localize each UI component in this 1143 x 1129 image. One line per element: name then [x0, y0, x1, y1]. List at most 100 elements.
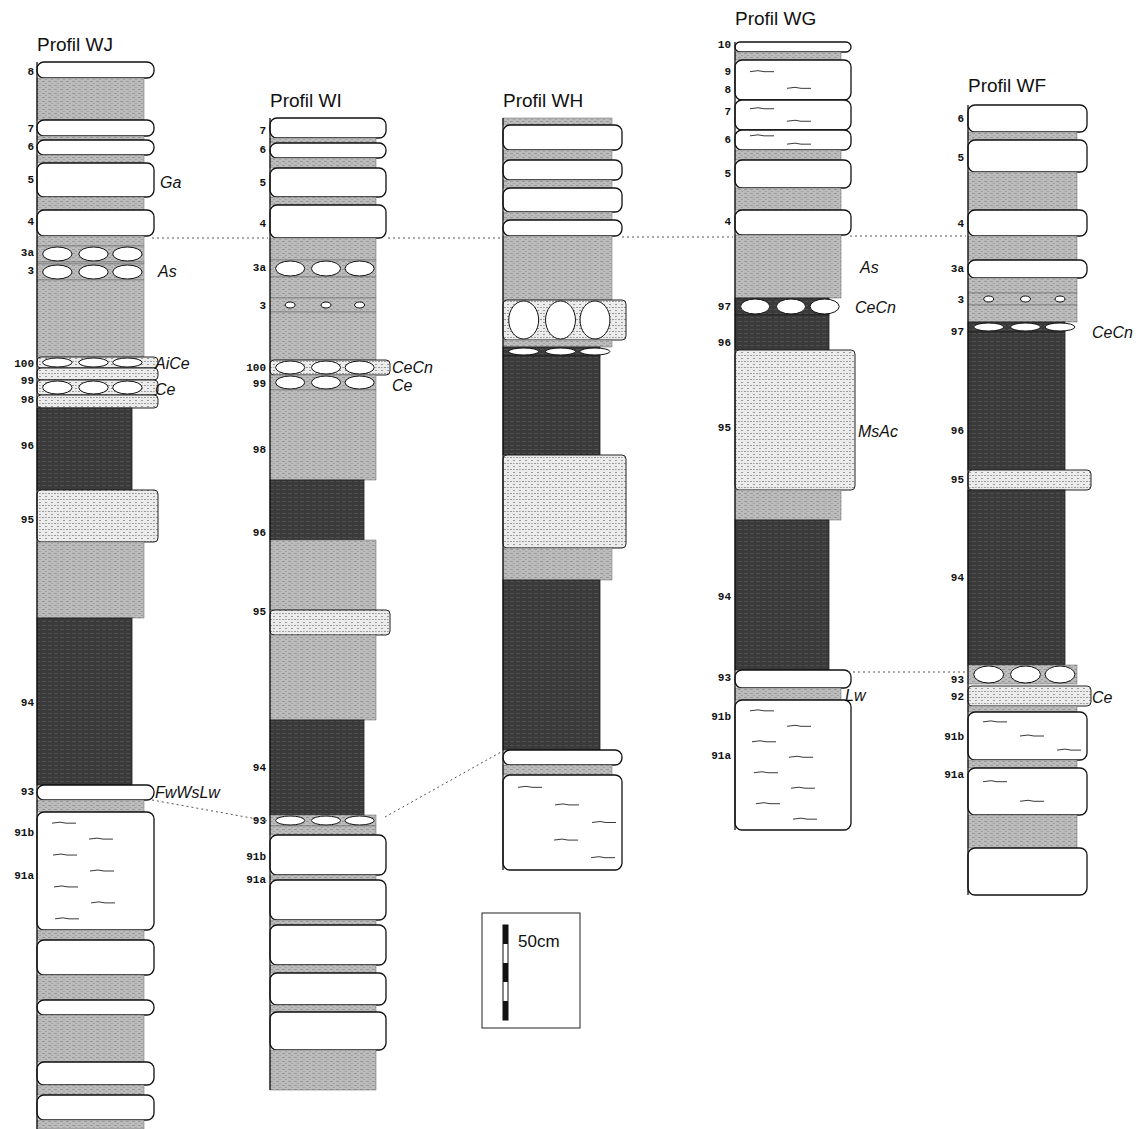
shale-layer — [968, 305, 1077, 322]
bed-number: 93 — [21, 787, 34, 798]
fossil-code: AiCe — [155, 356, 190, 372]
fossil-code: Ga — [160, 175, 181, 191]
nodule — [79, 381, 108, 394]
nodule — [285, 302, 295, 308]
bed-number: 4 — [27, 217, 34, 228]
shale-layer — [968, 760, 1077, 768]
fossil-code: CeCn — [1092, 325, 1133, 341]
limestone-bed — [735, 210, 851, 235]
scale-bar — [482, 913, 580, 1028]
crack-mark — [750, 71, 774, 72]
dark-shale-layer — [270, 720, 364, 815]
dark-shale-layer — [503, 356, 600, 455]
dark-shale-layer — [37, 618, 132, 785]
bed-number: 96 — [951, 426, 964, 437]
crack-mark — [750, 108, 774, 109]
shale-layer — [735, 235, 841, 298]
shale-layer — [37, 975, 144, 1000]
shale-layer — [270, 965, 376, 973]
crack-mark — [91, 902, 115, 903]
bed-number: 3 — [27, 266, 34, 277]
shale-layer — [270, 920, 376, 925]
profile-title: Profil WI — [270, 91, 342, 110]
nodule — [984, 296, 994, 302]
limestone-bed — [968, 260, 1087, 278]
crack-mark — [787, 120, 811, 121]
bed-number: 100 — [14, 359, 34, 370]
limestone-bed — [37, 940, 154, 975]
shale-layer — [270, 540, 376, 610]
crack-mark — [983, 721, 1007, 722]
nodule — [580, 301, 610, 339]
shale-layer — [270, 138, 376, 143]
bed-number: 3 — [957, 295, 964, 306]
shale-layer — [37, 280, 144, 357]
crack-mark — [787, 87, 811, 88]
sandy-layer — [270, 610, 390, 635]
shale-layer — [503, 180, 612, 188]
nodule — [43, 265, 72, 279]
nodule — [276, 361, 305, 374]
bed-number: 93 — [253, 816, 266, 827]
shale-layer — [37, 542, 144, 618]
bed-number: 100 — [246, 363, 266, 374]
bed-number: 96 — [718, 338, 731, 349]
nodule — [79, 247, 108, 261]
fossil-code: FwWsLw — [155, 785, 220, 801]
bed-number: 97 — [951, 327, 964, 338]
column-edge — [734, 42, 735, 830]
sandy-layer — [37, 395, 158, 408]
profile-title: Profil WG — [735, 9, 816, 28]
shale-layer — [503, 236, 612, 300]
nodule — [113, 358, 142, 367]
dark-shale-layer — [968, 490, 1065, 665]
sandy-layer — [968, 686, 1091, 706]
profile-title: Profil WF — [968, 76, 1046, 95]
bed-number: 95 — [718, 423, 731, 434]
nodule — [43, 381, 72, 394]
limestone-bed — [968, 768, 1087, 815]
dark-shale-layer — [735, 520, 829, 670]
crack-mark — [1020, 735, 1044, 736]
limestone-bed — [735, 700, 851, 830]
shale-layer — [270, 298, 376, 312]
limestone-bed — [270, 973, 386, 1005]
crack-mark — [591, 857, 615, 858]
bed-number: 94 — [21, 698, 34, 709]
crack-mark — [789, 756, 813, 757]
fossil-code: Ce — [1092, 690, 1112, 706]
limestone-bed — [37, 140, 154, 155]
shale-layer — [37, 236, 144, 246]
dark-shale-layer — [270, 480, 364, 540]
limestone-bed — [270, 880, 386, 920]
nodule — [276, 261, 305, 276]
shale-layer — [503, 340, 612, 347]
bed-number: 98 — [253, 445, 266, 456]
shale-layer — [270, 375, 376, 390]
fossil-code: CeCn — [392, 360, 433, 376]
limestone-bed — [270, 168, 386, 197]
nodule — [345, 816, 374, 825]
bed-number: 99 — [253, 379, 266, 390]
shale-layer — [735, 52, 841, 60]
crack-mark — [983, 781, 1007, 782]
nodule — [43, 247, 72, 261]
shale-layer — [37, 78, 144, 120]
limestone-bed — [503, 750, 622, 765]
shale-layer — [503, 150, 612, 160]
correlation-lines — [152, 236, 966, 821]
limestone-bed — [37, 1062, 154, 1085]
shale-layer — [270, 390, 376, 480]
limestone-bed — [270, 143, 386, 158]
bed-number: 9 — [724, 67, 731, 78]
crack-mark — [754, 772, 778, 773]
fossil-code: As — [860, 260, 879, 276]
bed-number: 7 — [724, 107, 731, 118]
fossil-code: As — [158, 264, 177, 280]
bed-number: 3a — [253, 263, 266, 274]
limestone-bed — [968, 140, 1087, 172]
nodule — [1055, 296, 1065, 302]
crack-mark — [53, 854, 77, 855]
shale-layer — [37, 264, 144, 280]
bed-number: 91a — [246, 875, 266, 886]
